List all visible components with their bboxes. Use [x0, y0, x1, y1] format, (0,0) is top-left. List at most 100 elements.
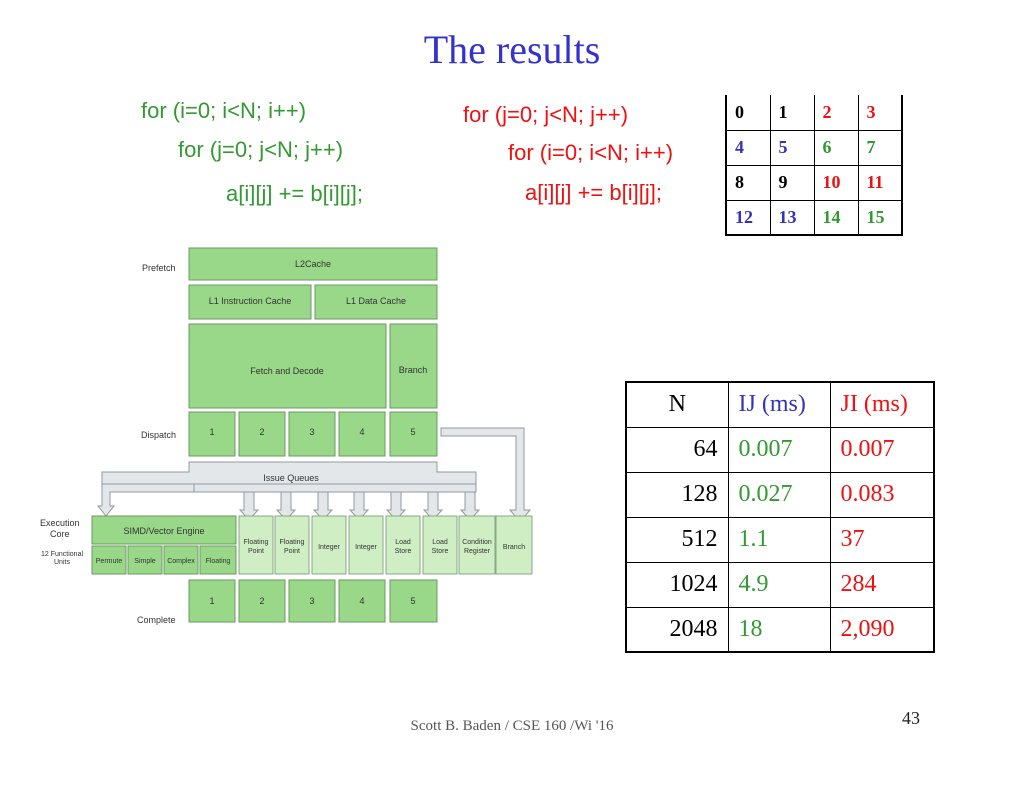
cell-ij: 1.1	[727, 516, 831, 563]
grid-cell: 5	[769, 129, 815, 166]
l1-data-cache-block	[314, 284, 438, 320]
unit-line1: Load	[395, 539, 411, 546]
l1-instruction-cache-block	[188, 284, 312, 320]
unit-line1: Branch	[503, 544, 525, 551]
code-ij-line3: a[i][j] += b[i][j];	[226, 181, 363, 206]
fetch-decode-block	[188, 323, 387, 409]
functional-units: Floating Point Floating Point Integer In…	[238, 515, 533, 575]
simd-units: Permute Simple Complex Floating	[91, 545, 237, 575]
complete-slots: 1 2 3 4 5	[188, 579, 438, 623]
cell-ji: 37	[829, 516, 935, 563]
processor-pipeline-diagram: .box { fill:#99d888; stroke:#6b9a60; str…	[40, 247, 533, 625]
grid-cell: 9	[769, 164, 815, 201]
simd-unit: Permute	[96, 558, 123, 565]
cell-ij: 18	[727, 606, 831, 653]
cell-ji: 0.083	[829, 471, 935, 518]
grid-cell: 4	[725, 129, 771, 166]
code-ji-line3: a[i][j] += b[i][j];	[525, 180, 662, 205]
l2-cache-label: L2Cache	[295, 259, 331, 269]
dispatch-slots: 1 2 3 4 5	[188, 411, 438, 457]
label-dispatch: Dispatch	[141, 430, 176, 440]
dispatch-slot: 4	[359, 427, 364, 437]
unit-line2: Register	[464, 548, 491, 555]
code-ji-line2: for (i=0; i<N; i++)	[508, 140, 674, 165]
unit-line1: Integer	[355, 544, 377, 551]
label-execution-core-1: Execution	[40, 518, 80, 528]
results-table: N IJ (ms) JI (ms) 64 0.007 0.007 128 0.0…	[625, 381, 935, 653]
index-grid: 0 1 2 3 4 5 6 7 8 9 10 11 12 13 14 15	[725, 95, 903, 236]
table-row: 128 0.027 0.083	[625, 471, 935, 518]
complete-slot: 4	[359, 596, 364, 606]
cell-ji: 2,090	[829, 606, 935, 653]
simd-engine-block	[91, 515, 237, 545]
unit-line1: Load	[432, 539, 448, 546]
grid-cell: 2	[813, 95, 859, 131]
branch-block	[389, 323, 438, 409]
table-header-row: N IJ (ms) JI (ms)	[625, 381, 935, 428]
header-ij: IJ (ms)	[727, 381, 831, 428]
simd-unit: Simple	[134, 558, 156, 565]
grid-cell: 3	[857, 95, 903, 131]
slide-footer: Scott B. Baden / CSE 160 /Wi '16	[410, 718, 614, 734]
table-row: 1024 4.9 284	[625, 561, 935, 608]
grid-cell: 7	[857, 129, 903, 166]
unit-line2: Point	[248, 548, 264, 555]
fetch-decode-label: Fetch and Decode	[250, 366, 324, 376]
grid-cell: 15	[857, 199, 903, 236]
unit-line2: Store	[432, 548, 449, 555]
label-prefetch: Prefetch	[142, 263, 176, 273]
header-ji: JI (ms)	[829, 381, 935, 428]
issue-arrows	[96, 483, 481, 521]
grid-cell: 14	[813, 199, 859, 236]
complete-slot: 1	[209, 596, 214, 606]
cell-ij: 0.027	[727, 471, 831, 518]
grid-row: 0 1 2 3	[725, 95, 903, 131]
simd-unit: Complex	[167, 558, 195, 565]
complete-slot: 2	[259, 596, 264, 606]
label-functional-units-2: Units	[54, 559, 70, 566]
l1-data-cache-label: L1 Data Cache	[346, 296, 406, 306]
dispatch-slot: 3	[309, 427, 314, 437]
slide-title: The results	[423, 27, 601, 72]
grid-cell: 12	[725, 199, 771, 236]
unit-line2: Store	[395, 548, 412, 555]
header-n: N	[625, 381, 729, 428]
grid-cell: 10	[813, 164, 859, 201]
branch-label: Branch	[399, 365, 428, 375]
grid-cell: 1	[769, 95, 815, 131]
unit-line1: Floating	[280, 539, 305, 546]
unit-line1: Floating	[244, 539, 269, 546]
grid-cell: 11	[857, 164, 903, 201]
label-execution-core-2: Core	[50, 529, 70, 539]
code-ij-line1: for (i=0; i<N; i++)	[141, 98, 307, 123]
issue-queues-label: Issue Queues	[263, 473, 319, 483]
simd-unit: Floating	[206, 558, 231, 565]
unit-line2: Point	[284, 548, 300, 555]
cell-n: 128	[625, 471, 729, 518]
cell-n: 2048	[625, 606, 729, 653]
grid-cell: 8	[725, 164, 771, 201]
unit-line1: Integer	[318, 544, 340, 551]
dispatch-slot: 1	[209, 427, 214, 437]
dispatch-slot: 5	[410, 427, 415, 437]
cell-ij: 0.007	[727, 426, 831, 473]
grid-row: 12 13 14 15	[725, 199, 903, 236]
cell-n: 512	[625, 516, 729, 563]
grid-cell: 13	[769, 199, 815, 236]
code-ij-line2: for (j=0; j<N; j++)	[178, 137, 344, 162]
l2-cache-block	[188, 247, 438, 281]
cell-ij: 4.9	[727, 561, 831, 608]
label-functional-units-1: 12 Functional	[41, 551, 83, 558]
complete-slot: 5	[410, 596, 415, 606]
cell-ji: 0.007	[829, 426, 935, 473]
cell-n: 1024	[625, 561, 729, 608]
grid-row: 8 9 10 11	[725, 164, 903, 201]
dispatch-slot: 2	[259, 427, 264, 437]
page-number: 43	[902, 708, 920, 728]
simd-engine-label: SIMD/Vector Engine	[123, 526, 204, 536]
label-complete: Complete	[137, 615, 176, 625]
table-row: 512 1.1 37	[625, 516, 935, 563]
table-row: 2048 18 2,090	[625, 606, 935, 653]
l1-instruction-cache-label: L1 Instruction Cache	[209, 296, 292, 306]
cell-n: 64	[625, 426, 729, 473]
